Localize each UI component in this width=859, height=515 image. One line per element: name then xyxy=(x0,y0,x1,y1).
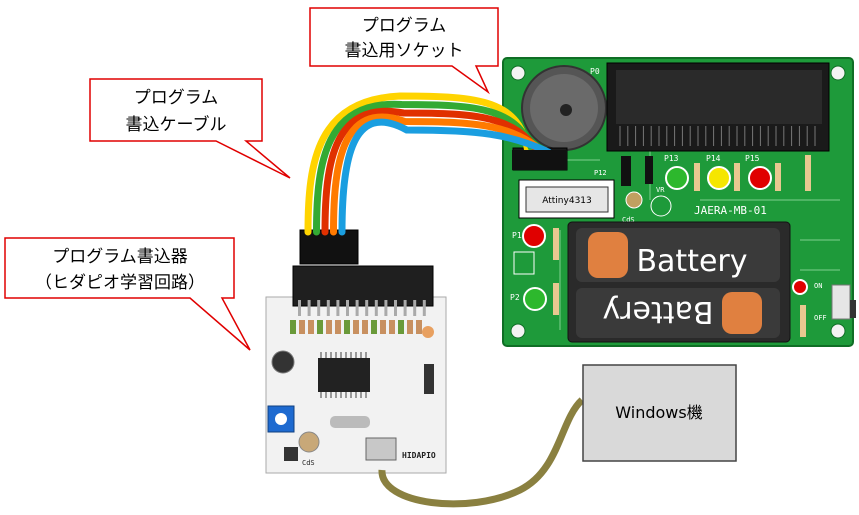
silk-p14: P14 xyxy=(706,154,721,163)
callout-cable-line1: プログラム xyxy=(134,88,219,108)
cds-sensor xyxy=(625,191,643,209)
switch-outline xyxy=(513,251,535,275)
windows-label: Windows機 xyxy=(615,403,702,422)
silk-p12: P12 xyxy=(594,169,607,177)
vr-knob xyxy=(650,195,672,217)
callout-cable-line2: 書込ケーブル xyxy=(126,114,227,135)
chip-label: Attiny4313 xyxy=(542,196,592,206)
resistor-p2 xyxy=(553,283,559,315)
transistor-p12 xyxy=(621,156,631,186)
cable-wire xyxy=(330,113,547,236)
resistor-power xyxy=(800,305,806,337)
writer-main-ic xyxy=(318,358,370,392)
board-name: JAERA-MB-01 xyxy=(694,204,767,217)
battery-top-label: Battery xyxy=(636,244,747,279)
callout-writer-line2: （ヒダピオ学習回路） xyxy=(35,273,205,293)
silk-p13: P13 xyxy=(664,154,679,163)
writer-silk-cds: CdS xyxy=(302,459,315,467)
silk-off: OFF xyxy=(814,314,827,322)
silk-p15: P15 xyxy=(745,154,760,163)
cable-connector-top xyxy=(512,150,567,170)
cable-connector-bottom xyxy=(299,229,359,265)
power-switch-lever[interactable] xyxy=(850,300,856,318)
windows-machine: Windows機 xyxy=(378,364,737,508)
cable-wire xyxy=(313,100,537,236)
writer-led xyxy=(422,326,434,338)
resistor-p1 xyxy=(553,228,559,260)
cable-wire xyxy=(338,118,552,236)
led-red-p15 xyxy=(748,166,772,190)
attiny-chip: Attiny4313 xyxy=(518,179,615,219)
writer-pcb: CdS HIDAPIO xyxy=(265,265,447,474)
writer-trimmer xyxy=(267,405,295,433)
callout-socket-line2: 書込用ソケット xyxy=(345,41,464,61)
cable-wire xyxy=(304,92,532,236)
callout-socket-line1: プログラム xyxy=(362,16,447,36)
power-switch[interactable] xyxy=(831,284,851,320)
writer-push-button[interactable] xyxy=(284,447,298,461)
writer-crystal xyxy=(330,416,370,428)
silk-p1: P1 xyxy=(512,231,522,240)
main-pcb: P0 P12 Attiny4313 CdS VR P13 P14 P15 xyxy=(502,57,856,347)
writer-ic-pins xyxy=(320,352,367,398)
writer-usb-port xyxy=(365,437,397,461)
component-m xyxy=(645,156,653,184)
battery-holder: Battery Battery xyxy=(567,221,791,343)
callout-writer: プログラム書込器 （ヒダピオ学習回路） xyxy=(4,237,251,351)
callout-writer-line1: プログラム書込器 xyxy=(52,247,188,267)
callout-socket: プログラム 書込用ソケット xyxy=(309,7,499,95)
writer-board-name: HIDAPIO xyxy=(402,451,436,460)
led-power xyxy=(792,279,808,295)
silk-on: ON xyxy=(814,282,822,290)
cable-wire xyxy=(321,107,542,236)
silk-vr: VR xyxy=(656,186,665,194)
silk-p0: P0 xyxy=(590,67,600,76)
led-green-p2 xyxy=(523,287,547,311)
resistors-row xyxy=(694,155,811,191)
battery-bottom-label: Battery xyxy=(602,294,713,329)
led-red-p1 xyxy=(522,224,546,248)
callout-cable: プログラム 書込ケーブル xyxy=(89,78,291,179)
writer-header xyxy=(292,265,434,307)
led-green-p13 xyxy=(665,166,689,190)
silk-cds: CdS xyxy=(622,216,635,224)
display-connector xyxy=(606,62,830,152)
silk-p2: P2 xyxy=(510,293,520,302)
buzzer xyxy=(521,65,607,151)
writer-switch[interactable] xyxy=(424,364,434,394)
writer-resistor-row xyxy=(290,320,422,334)
writer-cds xyxy=(298,431,320,453)
programming-cable xyxy=(299,92,567,265)
writer-capacitor xyxy=(271,350,295,374)
windows-box xyxy=(582,364,737,462)
led-yellow-p14 xyxy=(707,166,731,190)
usb-cable xyxy=(378,397,585,508)
writer-header-pins xyxy=(298,300,426,316)
